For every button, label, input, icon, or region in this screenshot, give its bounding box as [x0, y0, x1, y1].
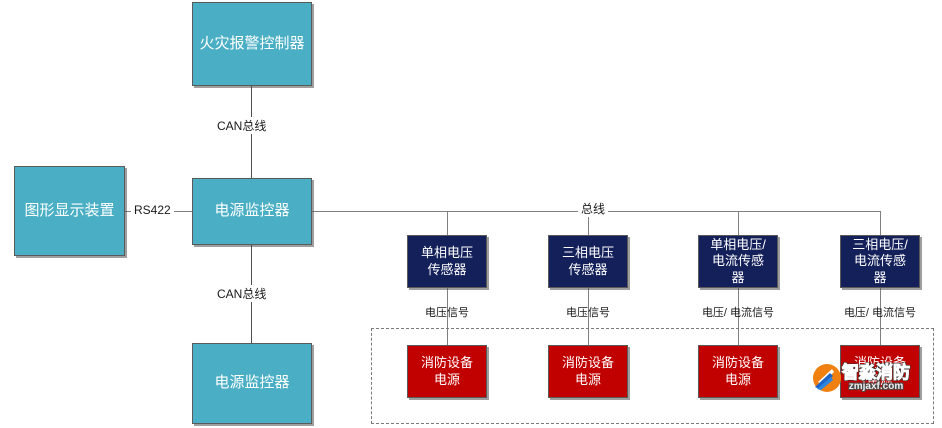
node-power-monitor-main[interactable]: 电源监控器: [192, 178, 312, 245]
node-sensor-single-phase-voltage-current[interactable]: 单相电压/ 电流传感 器: [698, 235, 778, 288]
node-label: 三相电压 传感器: [561, 245, 614, 277]
node-device-power-2[interactable]: 消防设备 电源: [548, 345, 628, 398]
node-sensor-three-phase-voltage[interactable]: 三相电压 传感器: [548, 235, 628, 288]
node-label: 三相电压/ 电流传感 器: [852, 237, 908, 285]
edge-bus-drop-2: [588, 211, 589, 235]
node-label: 火灾报警控制器: [199, 34, 305, 52]
edge-sensor4-to-power4: [880, 288, 881, 345]
node-device-power-3[interactable]: 消防设备 电源: [698, 345, 778, 398]
signal-label-2: 电压信号: [566, 307, 610, 319]
node-label: 消防设备 电源: [420, 355, 473, 387]
node-label: 消防设备 电源: [711, 355, 764, 387]
node-label: 图形显示装置: [24, 201, 115, 219]
node-label: 单相电压/ 电流传感 器: [710, 237, 766, 285]
signal-label-4: 电压/ 电流信号: [843, 307, 917, 319]
node-device-power-4[interactable]: 消防设备 电源: [840, 345, 920, 398]
node-graphic-display[interactable]: 图形显示装置: [14, 166, 125, 256]
signal-label-3: 电压/ 电流信号: [701, 307, 775, 319]
edge-sensor1-to-power1: [447, 288, 448, 345]
edge-label-can-bus-top: CAN总线: [214, 117, 270, 134]
node-sensor-single-phase-voltage[interactable]: 单相电压 传感器: [407, 235, 487, 288]
node-label: 电源监控器: [214, 374, 290, 392]
node-label: 消防设备 电源: [561, 355, 614, 387]
node-fire-alarm-controller[interactable]: 火灾报警控制器: [192, 2, 312, 86]
edge-bus-drop-3: [738, 211, 739, 235]
node-label: 电源监控器: [214, 202, 290, 220]
node-sensor-three-phase-voltage-current[interactable]: 三相电压/ 电流传感 器: [840, 235, 920, 288]
edge-bus-drop-4: [880, 211, 881, 235]
node-label: 单相电压 传感器: [420, 245, 473, 277]
signal-label-1: 电压信号: [425, 307, 469, 319]
node-label: 消防设备 电源: [853, 355, 906, 387]
node-device-power-1[interactable]: 消防设备 电源: [407, 345, 487, 398]
node-power-monitor-secondary[interactable]: 电源监控器: [192, 343, 312, 424]
edge-label-can-bus-bottom: CAN总线: [214, 285, 270, 302]
edge-label-rs422: RS422: [131, 203, 174, 217]
edge-sensor2-to-power2: [588, 288, 589, 345]
edge-label-main-bus: 总线: [578, 200, 609, 217]
edge-sensor3-to-power3: [738, 288, 739, 345]
edge-bus-drop-1: [447, 211, 448, 235]
device-power-group-region: [371, 328, 934, 424]
